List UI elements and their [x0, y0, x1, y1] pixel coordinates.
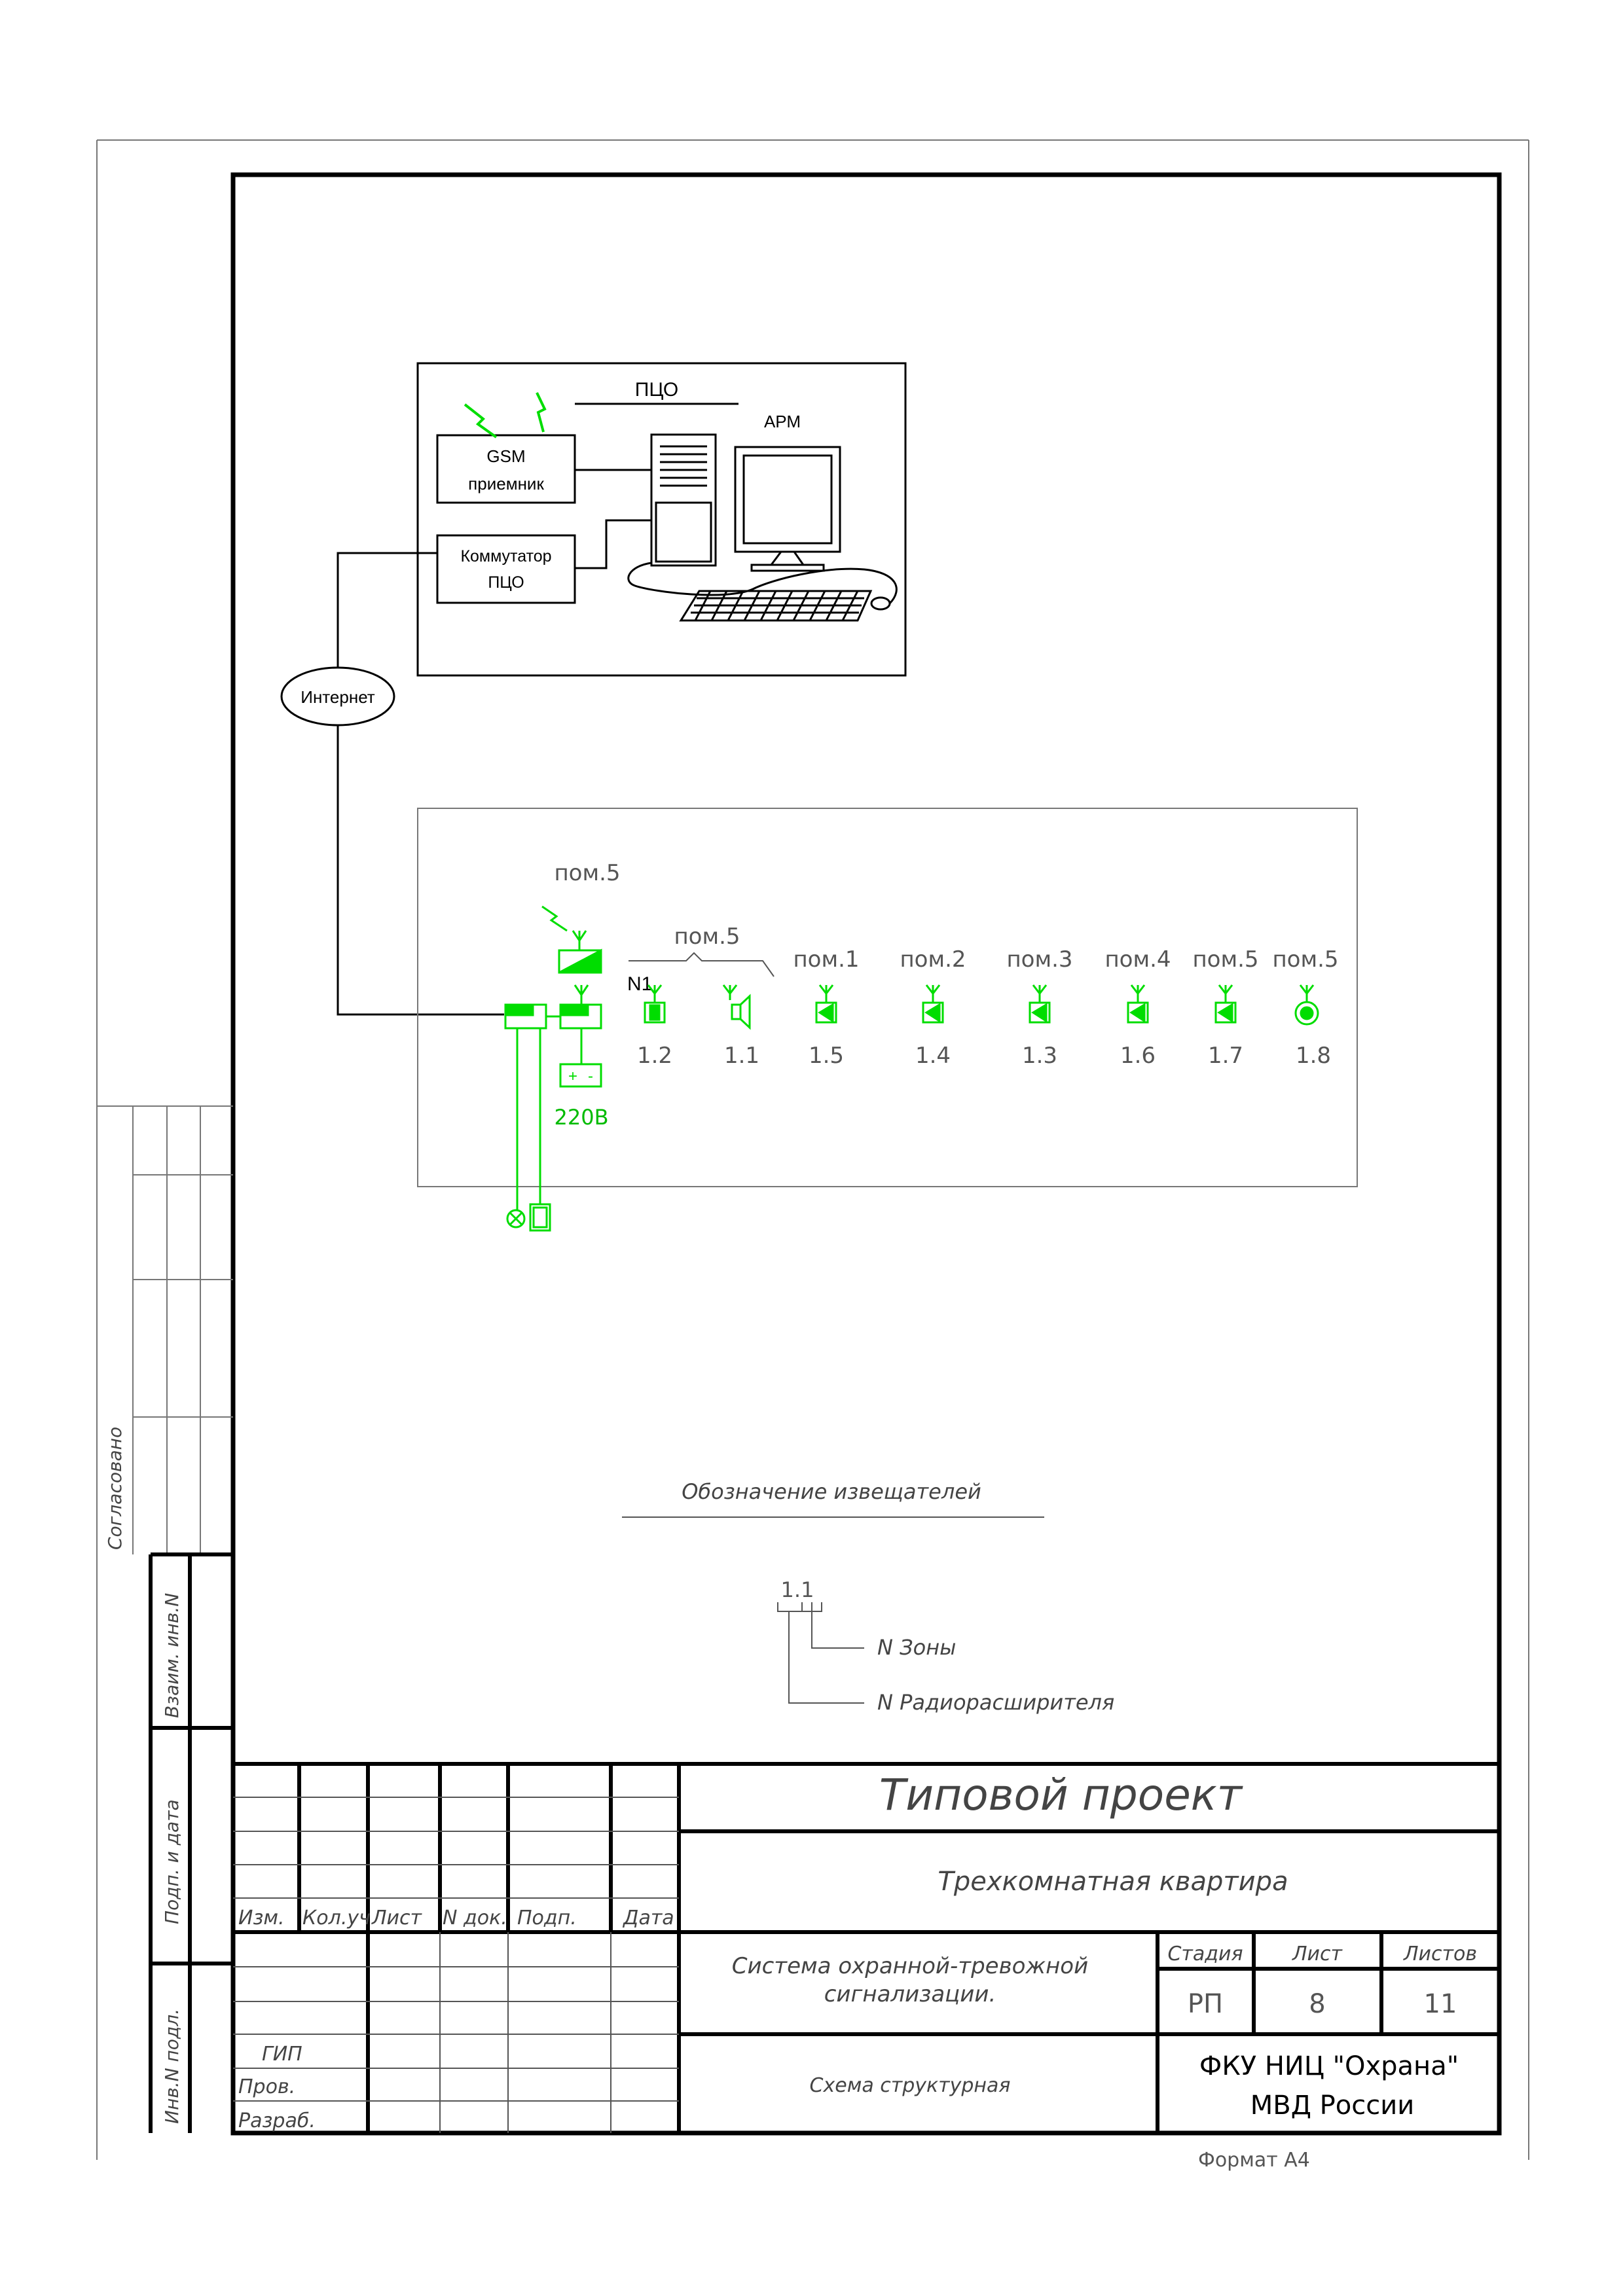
pco-block: ПЦО GSM приемник Коммутатор ПЦО АРМ [416, 362, 907, 677]
role-razrab: Разраб. [238, 2109, 316, 2132]
legend-zone: N Зоны [877, 1635, 956, 1660]
sheets-label: Листов [1403, 1943, 1477, 1965]
detector-code: 1.3 [1022, 1043, 1057, 1069]
switch-label-2: ПЦО [488, 573, 524, 592]
sheet-label: Лист [1292, 1943, 1343, 1965]
detector-motion-icon [1127, 984, 1149, 1024]
svg-text:+: + [568, 1067, 577, 1085]
detector-code: 1.6 [1120, 1043, 1156, 1069]
pco-title: ПЦО [635, 379, 678, 401]
room-label: пом.3 [1006, 946, 1072, 973]
title-block [233, 1762, 1499, 2133]
format-label: Формат А4 [1198, 2149, 1310, 2172]
sheet-value: 8 [1309, 1989, 1325, 2019]
side-stamp [97, 1105, 233, 2133]
col-podp: Подп. [517, 1907, 577, 1929]
system-title-1: Система охранной-тревожной [732, 1953, 1088, 1979]
internet-line-bottom [337, 725, 504, 1016]
role-prov: Пров. [238, 2075, 295, 2098]
stage-value: РП [1188, 1989, 1223, 2019]
internet-label: Интернет [301, 687, 375, 707]
detector-code: 1.1 [724, 1043, 759, 1069]
sheets-value: 11 [1424, 1989, 1457, 2019]
siren-bracket [629, 952, 775, 977]
agreed-label: Согласовано [104, 1427, 126, 1550]
col-data: Дата [622, 1907, 674, 1929]
main-frame [230, 172, 1502, 2136]
org-line-1: ФКУ НИЦ "Охрана" [1199, 2051, 1459, 2081]
detector-code: 1.8 [1296, 1043, 1331, 1069]
room-label: пом.2 [900, 946, 966, 973]
legend-example: 1.1 [781, 1577, 814, 1602]
control-panel: + - [504, 984, 602, 1232]
org-line-2: МВД России [1250, 2090, 1415, 2121]
keyboard-icon [627, 562, 898, 622]
col-ndok: N док. [443, 1907, 507, 1929]
arm-label: АРМ [764, 412, 801, 431]
detector-motion-icon [922, 984, 944, 1024]
legend-expander: N Радиорасширителя [877, 1690, 1114, 1715]
svg-text:-: - [588, 1067, 593, 1085]
detector-motion-icon [1029, 984, 1051, 1024]
object-block: пом.5 пом.5 N1 + - [417, 808, 1358, 1232]
power-label: 220В [554, 1105, 608, 1130]
col-kol: Кол.уч [302, 1907, 371, 1929]
room-label: пом.4 [1104, 946, 1171, 973]
outer-border [96, 139, 1529, 2160]
switch-label-1: Коммутатор [460, 547, 551, 565]
object-title: Трехкомнатная квартира [938, 1867, 1288, 1897]
detector-siren-icon [722, 984, 751, 1030]
legend: Обозначение извещателей 1.1 N Зоны N Рад… [622, 1479, 1114, 1715]
detector-code: 1.4 [915, 1043, 951, 1069]
inv-label: Инв.N подл. [161, 2009, 183, 2124]
detector-code: 1.7 [1208, 1043, 1243, 1069]
gsm-label-2: приемник [468, 474, 544, 493]
detector-motion-icon [815, 984, 837, 1024]
radio-gsm-module [541, 905, 602, 974]
vzaim-label: Взаим. инв.N [161, 1593, 183, 1718]
detector-button-icon [644, 984, 666, 1024]
role-gip: ГИП [262, 2043, 302, 2066]
gsm-antenna-icon [464, 392, 547, 439]
pco-switch [436, 534, 576, 604]
col-izm: Изм. [238, 1907, 285, 1929]
detector-motion-icon [1214, 984, 1237, 1024]
detector-code: 1.5 [809, 1043, 844, 1069]
pom5-top-label: пом.5 [554, 860, 620, 886]
room-label: пом.5 [1192, 946, 1258, 973]
legend-title: Обозначение извещателей [682, 1479, 981, 1504]
monitor-icon [734, 446, 841, 572]
sheet-title: Схема структурная [810, 2074, 1011, 2097]
room-label: пом.5 [1272, 946, 1338, 973]
room-label: пом.1 [793, 946, 859, 973]
n1-label: N1 [627, 973, 652, 995]
project-title: Типовой проект [879, 1770, 1244, 1820]
internet-line-top [337, 552, 437, 668]
pom5-siren-label: пом.5 [674, 924, 740, 950]
system-title-2: сигнализации. [824, 1981, 996, 2007]
gsm-label-1: GSM [486, 446, 525, 466]
podp-label: Подп. и дата [161, 1799, 183, 1924]
pc-tower-icon [650, 433, 717, 567]
detector-smoke-icon [1294, 984, 1319, 1026]
col-list: Лист [371, 1907, 423, 1929]
detector-code: 1.2 [637, 1043, 672, 1069]
stage-label: Стадия [1167, 1943, 1243, 1965]
